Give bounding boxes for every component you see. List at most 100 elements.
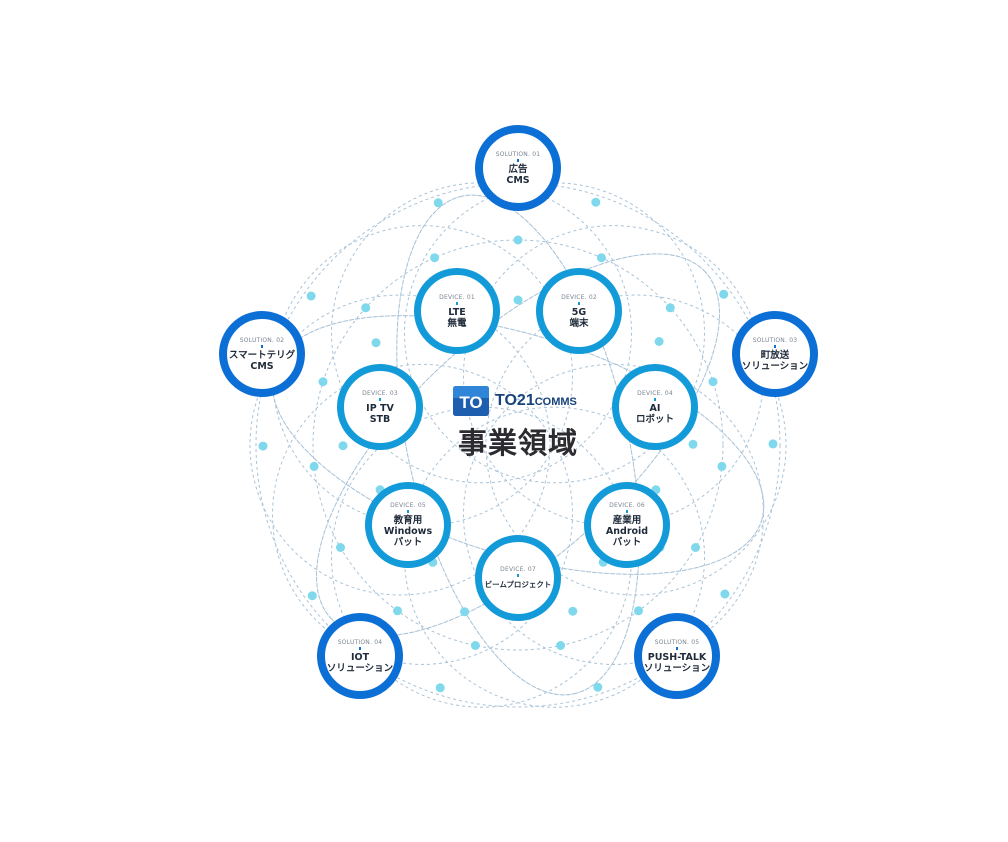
device-node-android-pad[interactable]: DEVICE. 06 産業用 Android パット [584,482,670,568]
separator-icon [456,301,458,305]
device-tag: DEVICE. 01 [439,293,475,301]
mesh-orbit [396,194,640,696]
mesh-dot [654,337,664,346]
mesh-dot [393,606,402,616]
mesh-dot [596,253,606,263]
mesh-dot [634,606,643,616]
mesh-dot [513,295,523,305]
device-node-5g[interactable]: DEVICE. 02 5G 端末 [536,268,622,354]
mesh-arc [485,294,787,596]
separator-icon [774,344,776,348]
separator-icon [578,301,580,305]
mesh-arc [331,182,632,484]
separator-icon [379,397,381,401]
device-title-line: 5G [571,306,587,318]
separator-icon [359,646,361,650]
solution-tag: SOLUTION. 04 [337,638,383,646]
solution-tag: SOLUTION. 03 [752,336,798,344]
mesh-dot [691,543,700,552]
device-title-line: Android [605,526,649,537]
mesh-dot [720,589,730,599]
mesh-dot [665,303,675,313]
solution-node-town-broadcast[interactable]: SOLUTION. 03 町放送 ソリューション [732,311,818,397]
mesh-dot [568,606,578,616]
solution-title-line: ソリューション [741,360,809,372]
logo-mark-text: TO [459,393,482,412]
device-title-line: ロボット [635,413,674,425]
device-node-ai-robot[interactable]: DEVICE. 04 AI ロボット [612,364,698,450]
mesh-dot [307,591,317,601]
separator-icon [261,344,263,348]
mesh-dot [556,641,566,650]
device-title-line: 産業用 [612,515,642,526]
device-tag: DEVICE. 06 [609,502,645,509]
solution-title-line: PUSH-TALK [647,651,707,663]
device-title-line: 教育用 [393,515,423,526]
mesh-dot [717,461,727,471]
solution-title-line: ソリューション [643,662,711,674]
separator-icon [407,510,409,513]
solution-title-line: IOT [350,651,370,663]
mesh-dot [688,439,698,449]
device-title-line: パット [393,537,423,548]
solution-title-line: CMS [506,174,530,186]
solution-tag: SOLUTION. 02 [239,336,285,344]
separator-icon [654,397,656,401]
device-title-line: ビームプロジェクト [484,580,552,589]
solution-node-push-talk[interactable]: SOLUTION. 05 PUSH-TALK ソリューション [634,613,720,699]
to-logo-icon: TO [453,386,489,416]
solution-tag: SOLUTION. 01 [495,150,541,158]
solution-node-ad-cms[interactable]: SOLUTION. 01 広告 CMS [475,125,561,211]
device-node-lte[interactable]: DEVICE. 01 LTE 無電 [414,268,500,354]
mesh-dot [371,338,381,348]
separator-icon [517,158,519,162]
device-title-line: STB [369,413,391,425]
solution-title-line: ソリューション [326,662,394,674]
separator-icon [676,646,678,650]
solution-title-line: スマートテリグ [228,349,296,361]
logo-text: TO21COMMS [495,392,577,410]
solution-title-line: 町放送 [760,349,790,361]
solution-title-line: CMS [250,360,274,372]
mesh-dot [318,377,328,387]
solution-node-iot[interactable]: SOLUTION. 04 IOT ソリューション [317,613,403,699]
mesh-dot [460,607,470,617]
device-tag: DEVICE. 02 [561,293,597,301]
mesh-arc [272,225,573,527]
mesh-dot [593,682,603,692]
mesh-dot [258,441,268,451]
mesh-dot [591,197,601,207]
mesh-mid-ring [312,239,724,651]
mesh-outer-ring [255,182,781,708]
solution-tag: SOLUTION. 05 [654,638,700,646]
mesh-arc [249,294,551,596]
mesh-dot [513,235,523,245]
device-title-line: IP TV [366,402,394,414]
mesh-dot [435,683,445,693]
company-logo: TO TO21COMMS [452,384,592,418]
solution-title-line: 広告 [508,163,528,175]
device-title-line: 端末 [569,317,589,329]
device-node-beam-projector[interactable]: DEVICE. 07 ビームプロジェクト [475,535,561,621]
mesh-dot [768,439,778,449]
mesh-dot [470,641,480,650]
mesh-dot [430,253,440,263]
mesh-arc [404,182,705,484]
page-heading: 事業領域 [457,426,578,460]
mesh-arc [272,363,573,665]
mesh-dot [309,461,319,471]
mesh-dot [336,543,345,552]
device-tag: DEVICE. 03 [362,389,398,397]
device-title-line: LTE [448,306,466,318]
device-node-windows-pad[interactable]: DEVICE. 05 教育用 Windows パット [365,482,451,568]
logo-text-main: TO21 [495,392,535,409]
mesh-dot [306,291,316,301]
mesh-arc [404,406,705,708]
device-tag: DEVICE. 05 [390,502,426,509]
mesh-dot [433,198,443,208]
solution-node-smart-cms[interactable]: SOLUTION. 02 スマートテリグ CMS [219,311,305,397]
device-node-iptv[interactable]: DEVICE. 03 IP TV STB [337,364,423,450]
device-tag: DEVICE. 07 [500,566,536,573]
device-title-line: AI [649,402,661,414]
